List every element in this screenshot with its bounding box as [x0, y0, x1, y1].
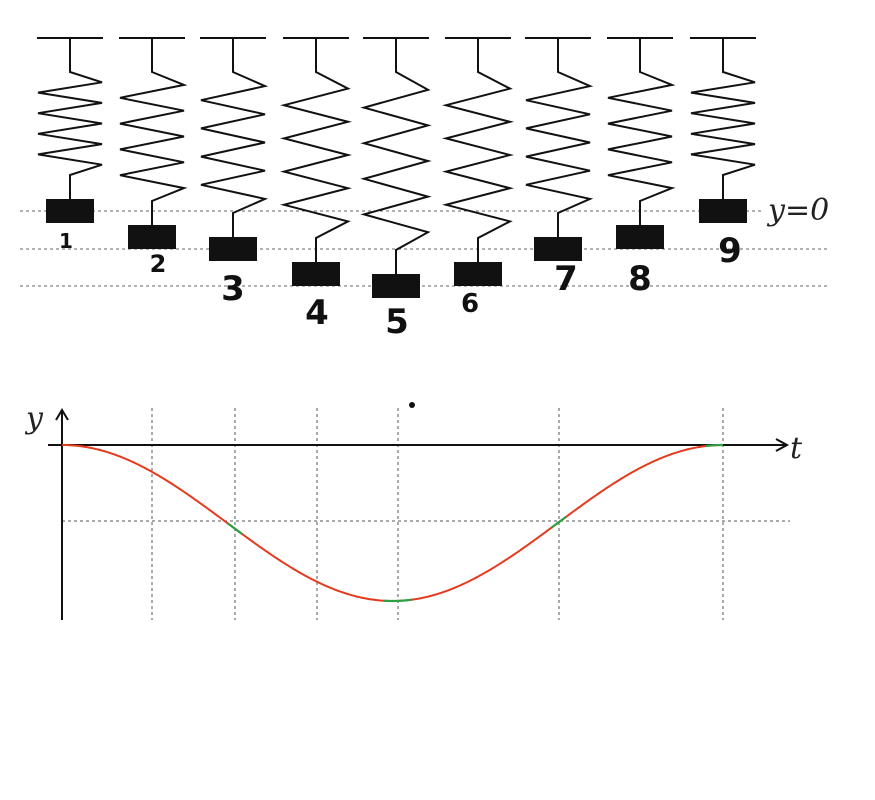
stray-dot: [409, 402, 415, 408]
curve-highlight-3: [551, 516, 567, 529]
spring-7: [525, 38, 594, 237]
graph-grid: [62, 408, 790, 620]
y-axis-label: y: [24, 401, 44, 436]
mass-label-4: 4: [305, 293, 329, 333]
mass-6: [454, 262, 502, 286]
mass-1: [46, 199, 94, 223]
curve-highlights: [227, 443, 723, 603]
y-axis-arrowhead: [55, 408, 69, 421]
mass-8: [616, 225, 664, 249]
springs-group: [37, 37, 756, 298]
graph-axes: [48, 408, 790, 620]
mass-label-3: 3: [221, 269, 245, 309]
spring-unit-5: [360, 37, 432, 298]
mass-9: [699, 199, 747, 223]
spring-unit-1: [37, 37, 103, 223]
mass-2: [128, 225, 176, 249]
mass-label-2: 2: [150, 250, 167, 278]
spring-unit-8: [607, 37, 676, 249]
mass-4: [292, 262, 340, 286]
spring-unit-9: [690, 37, 756, 223]
curve-highlight-4: [705, 443, 723, 448]
spring-unit-6: [442, 37, 514, 286]
spring-1: [37, 38, 103, 199]
mass-label-6: 6: [461, 289, 479, 319]
t-axis-label: t: [790, 431, 803, 466]
curve-highlight-2: [383, 598, 413, 603]
spring-6: [442, 38, 514, 262]
mass-label-1: 1: [59, 229, 73, 253]
spring-unit-2: [119, 37, 188, 249]
spring-5: [360, 38, 432, 274]
equilibrium-label: y=0: [766, 193, 829, 228]
mass-3: [209, 237, 257, 261]
spring-3: [200, 38, 269, 237]
spring-8: [607, 38, 676, 225]
spring-2: [119, 38, 188, 225]
displacement-curve: [61, 444, 723, 603]
spring-9: [690, 38, 756, 199]
spring-unit-3: [200, 37, 269, 261]
spring-unit-7: [525, 37, 594, 261]
spring-4: [280, 38, 352, 262]
mass-label-8: 8: [628, 259, 652, 299]
curve-highlight-1: [227, 522, 243, 535]
mass-labels-group: 1 2 3 4 5 6 7 8 9: [59, 229, 742, 342]
spring-unit-4: [280, 37, 352, 286]
mass-5: [372, 274, 420, 298]
mass-7: [534, 237, 582, 261]
mass-label-7: 7: [554, 259, 578, 299]
mass-label-5: 5: [385, 302, 409, 342]
mass-label-9: 9: [718, 231, 742, 271]
t-axis-arrowhead: [775, 438, 790, 452]
